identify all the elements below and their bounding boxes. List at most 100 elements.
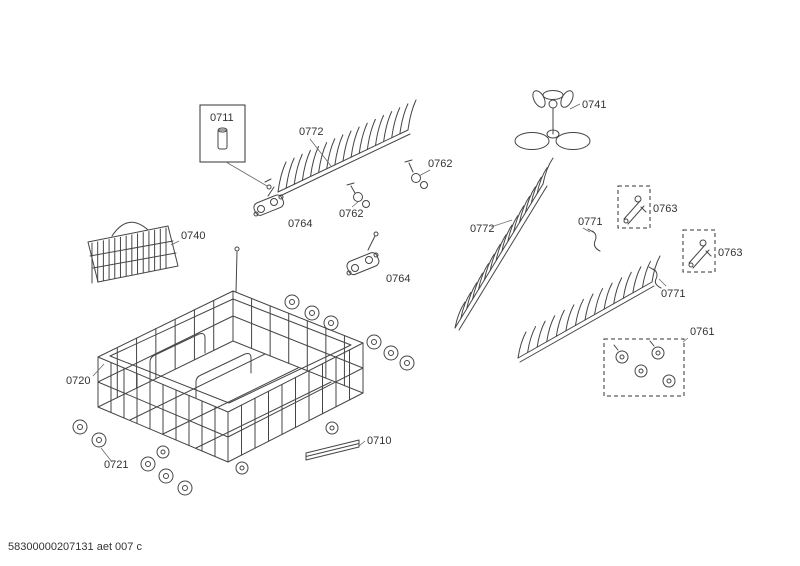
- callout-0710[interactable]: 0710: [367, 435, 391, 447]
- callout-0740[interactable]: 0740: [181, 230, 205, 242]
- clip-part-a: [587, 228, 601, 252]
- hinge-clip-a: [253, 186, 285, 217]
- callout-0772-a[interactable]: 0772: [299, 126, 323, 138]
- tine: [285, 157, 295, 189]
- callout-0762-b[interactable]: 0762: [339, 208, 363, 220]
- callout-box-0763-b: [682, 229, 716, 273]
- callout-0720[interactable]: 0720: [66, 375, 90, 387]
- tine: [622, 271, 632, 299]
- callout-box-0763-a: [617, 185, 651, 229]
- tine: [632, 266, 642, 294]
- leader-0721: [100, 447, 113, 463]
- tine: [513, 205, 525, 233]
- leader-0762-a: [418, 169, 431, 177]
- tine: [574, 298, 584, 326]
- bracket-part-b: [688, 239, 712, 269]
- cutlery-basket-drawing: [87, 221, 179, 284]
- leader-0762-b: [351, 201, 359, 208]
- leader-0711: [225, 161, 268, 187]
- tine: [542, 157, 554, 185]
- roller-part-b: [346, 182, 370, 208]
- callout-0772-b[interactable]: 0772: [470, 223, 494, 235]
- callout-0711[interactable]: 0711: [210, 112, 234, 124]
- wheel-kit-drawing: [613, 340, 676, 388]
- bracket-part-a: [623, 195, 647, 225]
- spray-arm-drawing: [514, 90, 591, 150]
- tine: [501, 224, 513, 252]
- tine: [527, 326, 537, 354]
- tine: [524, 186, 536, 214]
- tine: [460, 291, 472, 319]
- callout-0762-a[interactable]: 0762: [428, 158, 452, 170]
- tine: [495, 234, 507, 262]
- tine: [472, 272, 484, 300]
- leader-0710: [358, 440, 366, 447]
- tine: [483, 253, 495, 281]
- tine: [555, 309, 565, 337]
- cap-part-drawing: [217, 127, 272, 190]
- tine: [519, 195, 531, 223]
- lower-rack-drawing: [97, 246, 364, 475]
- tine: [391, 107, 401, 139]
- tine: [454, 301, 466, 329]
- roller-part-a: [404, 159, 428, 189]
- callout-box-0761: [603, 338, 685, 397]
- callouts-layer: 0711 0772 0741 0762 0762 0763 0763 0764 …: [66, 99, 742, 471]
- tine: [477, 263, 489, 291]
- callout-0771-b[interactable]: 0771: [661, 288, 685, 300]
- tine: [546, 315, 556, 343]
- tine: [399, 103, 409, 135]
- tine: [293, 153, 303, 185]
- callout-0721[interactable]: 0721: [104, 459, 128, 471]
- leader-0771-b: [658, 278, 667, 287]
- tine: [565, 304, 575, 332]
- tine: [310, 146, 319, 177]
- tine: [603, 282, 613, 310]
- tine: [507, 215, 519, 243]
- callout-box-0711: [199, 104, 246, 163]
- callout-0761[interactable]: 0761: [690, 326, 714, 338]
- tine: [641, 260, 651, 288]
- clip-part-b: [648, 266, 662, 289]
- strip-part-drawing: [305, 439, 360, 461]
- leader-0772-a: [309, 138, 332, 167]
- leader-0740: [170, 240, 180, 246]
- tine: [277, 161, 287, 193]
- tine: [584, 293, 594, 321]
- callout-0763-b[interactable]: 0763: [718, 247, 742, 259]
- tine: [318, 142, 328, 174]
- tine: [489, 243, 501, 271]
- callout-0771-a[interactable]: 0771: [578, 216, 602, 228]
- leader-0771-a: [582, 227, 591, 233]
- hinge-clip-b: [346, 231, 380, 276]
- callout-0764-a[interactable]: 0764: [288, 218, 312, 230]
- tine: [530, 176, 542, 204]
- tine: [407, 99, 417, 131]
- tine: [301, 149, 311, 181]
- tine: [594, 288, 604, 316]
- tine: [334, 134, 344, 166]
- tine-row-c: [517, 255, 661, 363]
- drawing-root: [72, 90, 712, 496]
- tine: [350, 126, 360, 158]
- callout-0741[interactable]: 0741: [582, 99, 606, 111]
- tine: [651, 255, 661, 283]
- callout-0763-a[interactable]: 0763: [653, 203, 677, 215]
- callout-0764-b[interactable]: 0764: [386, 273, 410, 285]
- tine: [375, 115, 384, 146]
- tine: [342, 130, 352, 162]
- tine: [383, 111, 393, 143]
- tine: [536, 320, 546, 348]
- leader-0761: [682, 337, 689, 343]
- footer-code: 58300000207131 aet 007 c: [8, 541, 142, 553]
- tine-row-a: [277, 99, 417, 197]
- tine-row-b: [454, 157, 554, 331]
- leader-0720: [92, 363, 105, 377]
- tine: [517, 331, 527, 359]
- tine: [366, 118, 376, 150]
- tine: [613, 277, 623, 305]
- tine: [536, 167, 548, 195]
- tine: [326, 138, 336, 170]
- rack-wheels-drawing: [72, 419, 193, 496]
